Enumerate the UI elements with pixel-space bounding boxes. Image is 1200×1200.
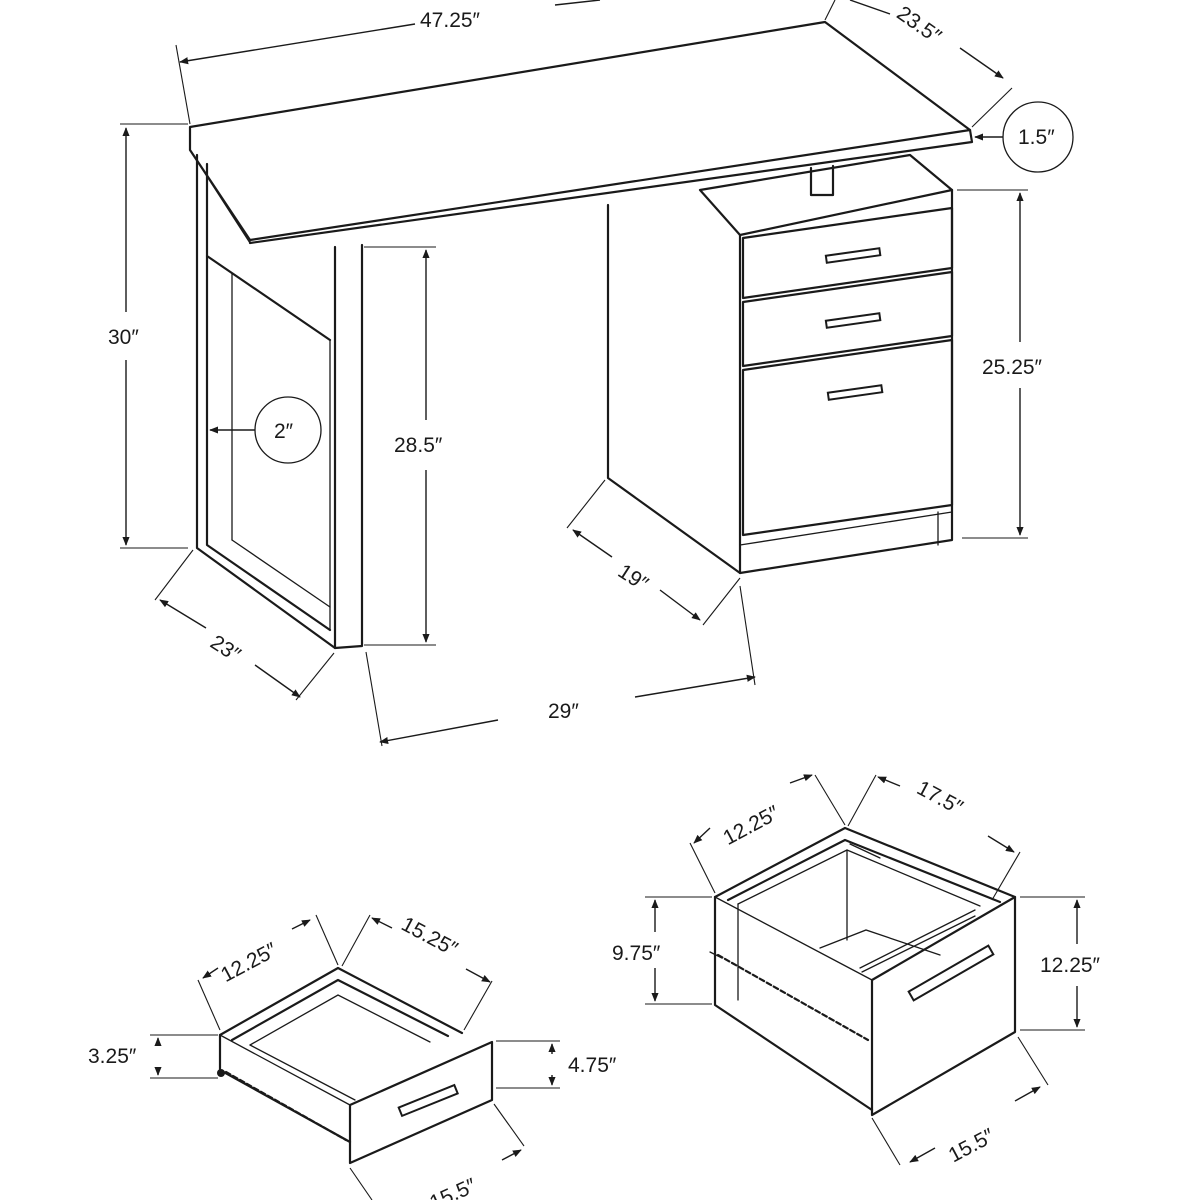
label-desk-width: 47.25″ (420, 9, 481, 32)
dim-leg-depth: 23″ (154, 549, 335, 701)
label-file-inner-depth: 17.5″ (913, 776, 967, 819)
dim-desk-width: 47.25″ (175, 0, 836, 125)
file-drawer-handle (826, 384, 884, 401)
dim-file-front-height: 12.25″ (1020, 896, 1101, 1031)
dim-desk-height: 30″ (108, 123, 188, 549)
label-file-inner-width: 12.25″ (719, 801, 783, 850)
left-leg-panel (195, 153, 364, 650)
label-knee-width: 29″ (548, 700, 579, 723)
label-small-inner-depth: 15.25″ (398, 913, 462, 962)
label-small-inner-width: 12.25″ (217, 938, 281, 987)
file-drawer-front-handle (907, 944, 995, 1002)
label-small-front-height: 4.75″ (568, 1054, 617, 1077)
label-knee-clearance: 28.5″ (394, 434, 443, 457)
desk-drawing (188, 20, 974, 650)
dim-file-front-width: 15.5″ (871, 1036, 1049, 1167)
label-leg-panel: 2″ (274, 420, 294, 443)
dim-cabinet-depth: 19″ (566, 479, 741, 626)
dim-cabinet-height: 25.25″ (957, 189, 1043, 539)
small-drawer-handle (397, 1083, 459, 1118)
label-small-inner-height: 3.25″ (88, 1045, 137, 1068)
middle-drawer-handle (824, 312, 882, 329)
label-desk-height: 30″ (108, 326, 139, 349)
callout-leg-panel (254, 396, 322, 464)
dim-desk-depth: 23.5″ (849, 0, 1013, 128)
right-cabinet (606, 153, 954, 575)
label-cabinet-depth: 19″ (614, 560, 653, 596)
file-drawer-drawing (709, 826, 1017, 1117)
dim-top-thickness: 1.5″ (974, 101, 1074, 173)
top-drawer-handle (824, 247, 882, 264)
label-desk-depth: 23.5″ (892, 2, 945, 49)
dim-small-front-height: 4.75″ (496, 1040, 617, 1089)
dim-file-inner-depth: 17.5″ (847, 774, 1021, 901)
label-cabinet-height: 25.25″ (982, 356, 1043, 379)
callout-top-thickness (1002, 101, 1074, 173)
dim-file-inner-height: 9.75″ (612, 896, 712, 1005)
dim-knee-clearance: 28.5″ (364, 246, 443, 646)
dim-small-inner-width: 12.25″ (197, 914, 339, 1031)
drawer-slide-roller (217, 1069, 225, 1077)
desk-top (188, 20, 974, 245)
dim-small-inner-depth: 15.25″ (341, 913, 493, 1031)
dim-leg-panel: 2″ (209, 396, 322, 464)
dim-knee-width: 29″ (365, 585, 756, 747)
label-small-front-width: 15.5″ (426, 1174, 480, 1200)
dim-small-inner-height: 3.25″ (88, 1034, 218, 1079)
dim-file-inner-width: 12.25″ (689, 774, 846, 894)
label-file-front-width: 15.5″ (945, 1124, 999, 1167)
label-top-thickness: 1.5″ (1018, 126, 1055, 149)
label-file-inner-height: 9.75″ (612, 942, 661, 965)
small-drawer-drawing (217, 966, 494, 1165)
label-leg-depth: 23″ (206, 631, 245, 667)
label-file-front-height: 12.25″ (1040, 954, 1101, 977)
